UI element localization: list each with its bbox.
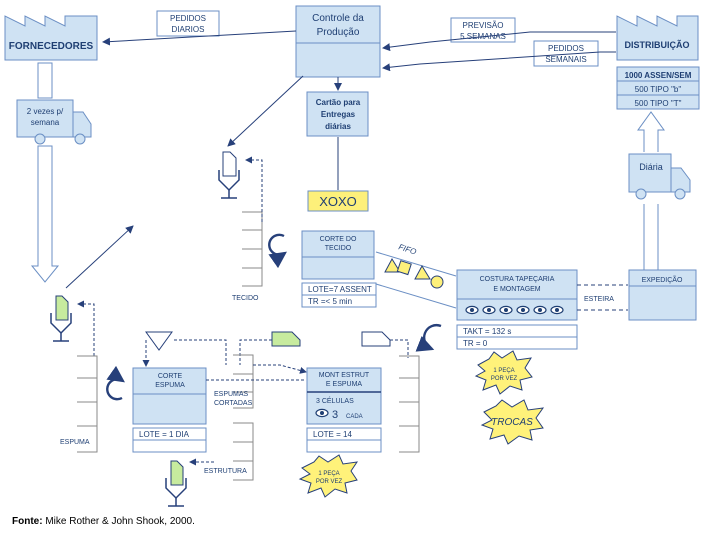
withdrawal-arrow-espuma [106,365,125,401]
supplier-truck: 2 vezes p/ semana [16,99,92,145]
customer-truck: Diária [628,153,691,200]
svg-text:1 PEÇA: 1 PEÇA [493,368,514,374]
svg-text:ESPUMA: ESPUMA [155,382,185,389]
svg-text:LOTE = 1 DIA: LOTE = 1 DIA [139,430,190,439]
kanban-post-estrutura [165,460,187,507]
kaizen-burst-trocas: TROCAS [480,399,545,445]
control-title-1: Controle da [312,13,364,24]
production-control-box: Controle da Produção [295,5,381,78]
svg-text:CADA: CADA [346,414,363,420]
svg-text:Entregas: Entregas [321,110,356,119]
svg-text:2 vezes p/: 2 vezes p/ [27,107,64,116]
customer-demand-box: 1000 ASSEN/SEM 500 TIPO "b" 500 TIPO "T" [616,66,700,110]
kaizen-burst-peca-bottom: 1 PEÇA POR VEZ [298,454,359,498]
daily-delivery-card: Cartão para Entregas diárias [306,91,369,137]
svg-text:LOTE = 14: LOTE = 14 [313,430,352,439]
kanban-post-espuma [50,295,72,342]
process-corte-espuma: CORTE ESPUMA LOTE = 1 DIA [132,367,207,453]
svg-text:TR = 0: TR = 0 [463,339,488,348]
svg-text:PEDIDOS: PEDIDOS [548,44,584,53]
svg-text:3 CÉLULAS: 3 CÉLULAS [316,396,354,405]
svg-text:PEDIDOS: PEDIDOS [170,14,206,23]
forecast-label: PREVISÃO 5 SEMANAS [450,17,516,43]
information-flows [102,30,616,190]
shipment-arrow-in [30,145,60,283]
signal-kanban-triangle [142,331,227,367]
label-espuma: ESPUMA [60,439,90,446]
svg-text:E MONTAGEM: E MONTAGEM [493,286,540,293]
svg-text:MONT ESTRUT: MONT ESTRUT [319,372,370,379]
process-corte-tecido: CORTE DO TECIDO LOTE=7 ASSENT TR =< 5 mi… [301,230,377,308]
source-label: Fonte: [12,516,43,527]
source-text: Mike Rother & John Shook, 2000. [45,516,195,527]
customer-label: DISTRIBUIÇÃO [625,40,690,50]
conveyor-esteira: ESTEIRA [577,284,628,311]
kaizen-burst-peca-top: 1 PEÇA POR VEZ [474,350,533,395]
label-tecido: TECIDO [232,295,259,302]
svg-text:TECIDO: TECIDO [325,245,352,252]
process-expedicao: EXPEDIÇÃO [628,269,697,321]
svg-text:CORTE DO: CORTE DO [320,236,357,243]
svg-text:Diária: Diária [639,162,663,172]
demand-volume: 1000 ASSEN/SEM [625,71,692,80]
label-estrutura: ESTRUTURA [204,468,247,475]
svg-text:LOTE=7 ASSENT: LOTE=7 ASSENT [308,285,372,294]
kanban-post-tecido [218,151,240,199]
label-esteira: ESTEIRA [584,296,614,303]
supermarket-tecido [242,211,263,287]
demand-type-t: 500 TIPO "T" [635,99,682,108]
supermarket-estrutura [233,422,254,481]
svg-text:SEMANAIS: SEMANAIS [545,55,586,64]
control-title-2: Produção [317,27,360,38]
supermarket-espuma [77,355,98,453]
svg-text:PREVISÃO: PREVISÃO [463,21,504,30]
weekly-orders-label: PEDIDOS SEMANAIS [533,40,599,67]
daily-orders-label: PEDIDOS DIARIOS [156,10,220,37]
svg-text:POR VEZ: POR VEZ [316,479,343,485]
svg-text:CORTE: CORTE [158,373,183,380]
svg-text:COSTURA TAPEÇARIA: COSTURA TAPEÇARIA [480,276,555,283]
process-mont-estrut: MONT ESTRUT E ESPUMA 3 CÉLULAS 3 CADA LO… [306,367,382,453]
label-cortadas: CORTADAS [214,400,253,407]
svg-text:TAKT = 132 s: TAKT = 132 s [463,327,511,336]
supermarket-espumas-cortadas [233,354,254,409]
svg-text:POR VEZ: POR VEZ [491,376,518,382]
svg-text:EXPEDIÇÃO: EXPEDIÇÃO [642,275,683,284]
label-espumas: ESPUMAS [214,391,249,398]
supplier-factory: FORNECEDORES [4,15,98,61]
process-costura: COSTURA TAPEÇARIA E MONTAGEM TAKT = 132 … [456,269,578,350]
operators-count: 3 [332,409,338,421]
source-citation: Fonte: Mike Rother & John Shook, 2000. [12,516,195,527]
xoxo-box: XOXO [307,190,369,212]
withdrawal-arrow-tecido [268,233,287,269]
fifo-lane: FIFO [375,242,457,309]
shipment-arrow-out [637,111,665,152]
fifo-label: FIFO [397,242,417,256]
svg-text:E ESPUMA: E ESPUMA [326,381,363,388]
demand-type-b: 500 TIPO "b" [635,85,682,94]
svg-text:1 PEÇA: 1 PEÇA [318,471,339,477]
svg-text:Cartão para: Cartão para [316,98,361,107]
svg-text:TR =< 5 min: TR =< 5 min [308,297,352,306]
production-kanban-green [239,331,301,365]
svg-text:diárias: diárias [325,122,351,131]
supplier-label: FORNECEDORES [9,41,94,52]
svg-text:semana: semana [31,118,60,127]
supermarket-mont-estrut [399,355,420,453]
withdrawal-arrow-costura [415,323,442,352]
customer-factory: DISTRIBUIÇÃO [616,15,699,61]
svg-text:XOXO: XOXO [319,194,357,209]
svg-text:DIARIOS: DIARIOS [172,25,205,34]
production-kanban-white [361,331,409,358]
shipment-arrow-out-shaft [643,204,659,270]
svg-text:TROCAS: TROCAS [491,417,533,428]
shipment-arrow-top [37,62,53,99]
